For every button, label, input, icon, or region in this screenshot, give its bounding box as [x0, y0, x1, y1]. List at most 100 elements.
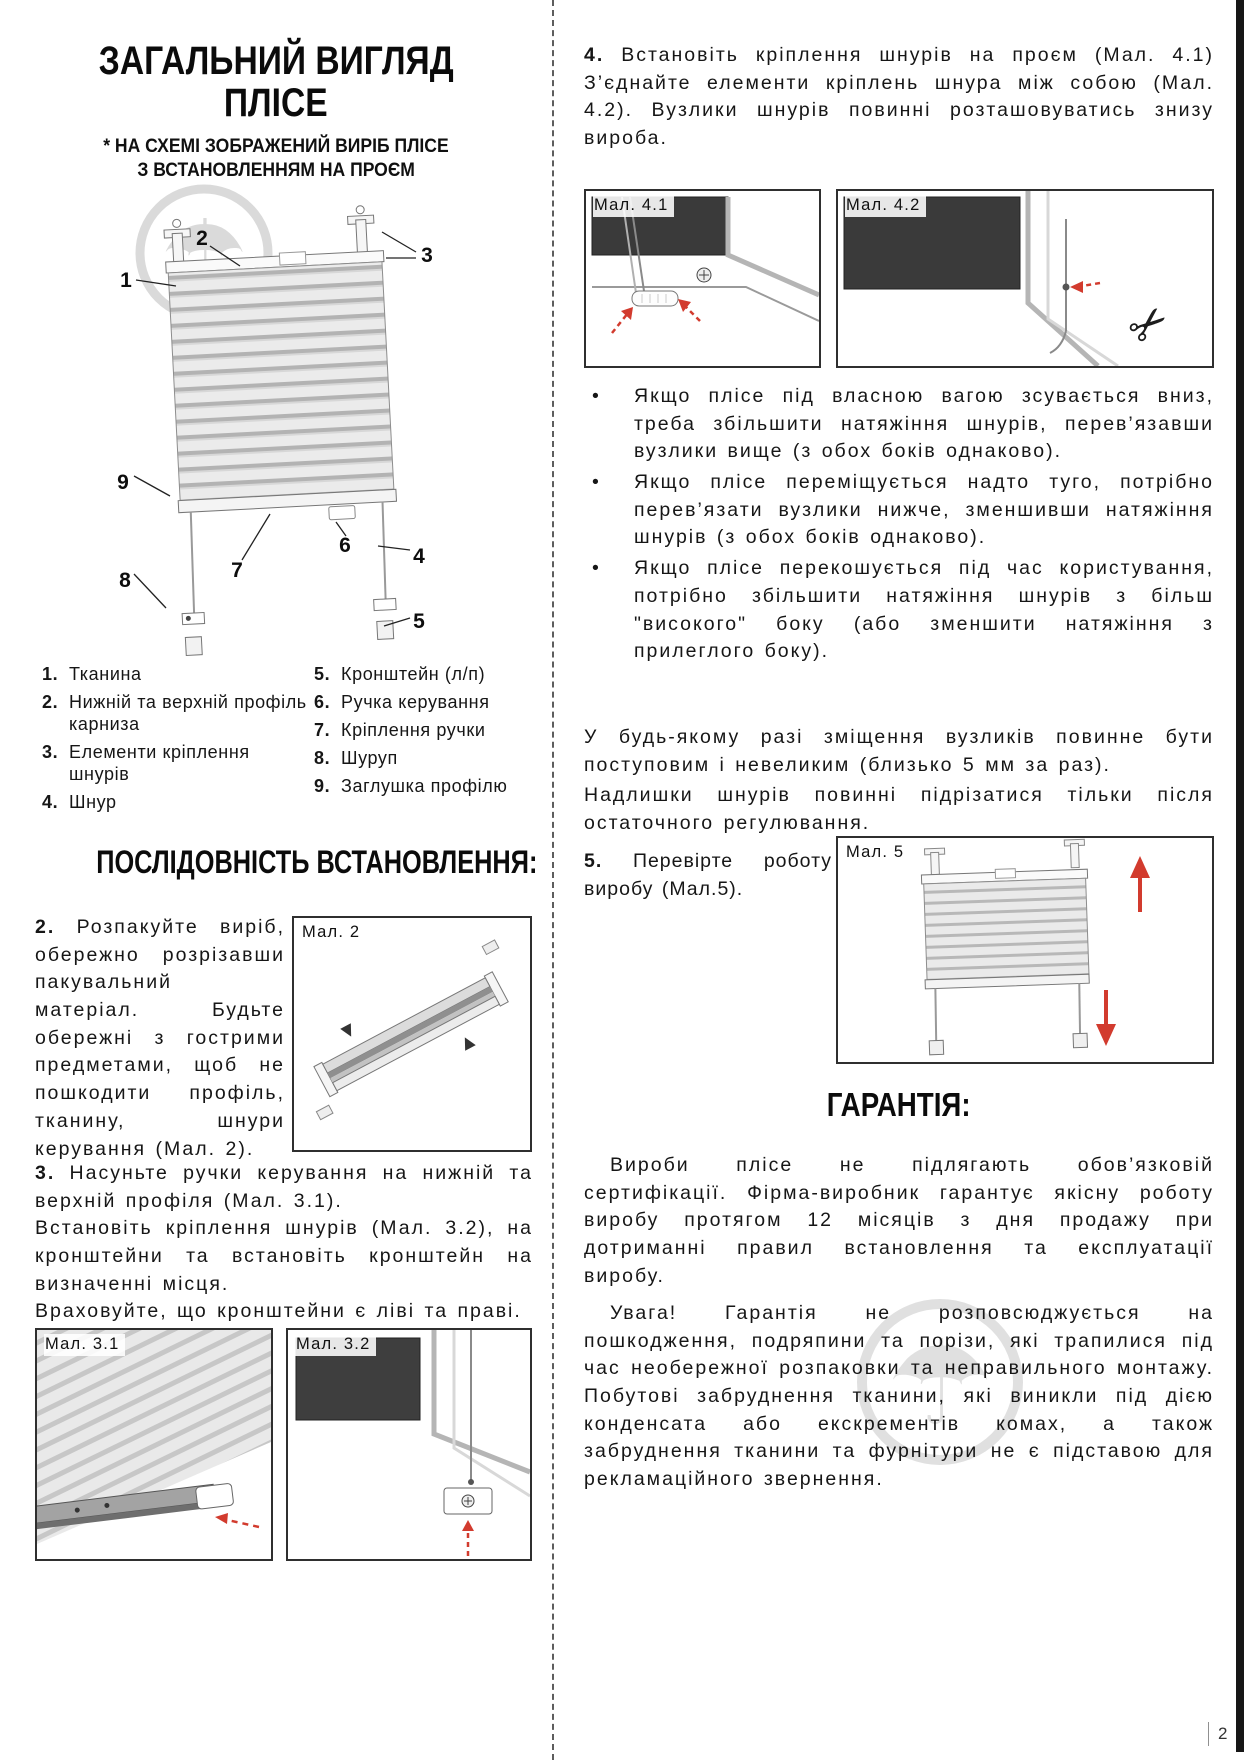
red-dashed-arrow — [683, 304, 701, 322]
watermark-logo-icon: ☂ — [840, 1282, 1040, 1482]
legend-item: 8.Шуруп — [314, 748, 520, 770]
legend-column-1: 1.Тканина 2.Нижній та верхній профіль ка… — [42, 664, 310, 820]
adjustment-bullet-list: • Якщо плісе під власною вагою зсуваєтьс… — [584, 383, 1214, 669]
figure-2: Мал. 2 — [292, 916, 532, 1152]
legend-item-number: 6. — [314, 691, 331, 712]
legend-item-number: 1. — [42, 664, 59, 684]
svg-text:7: 7 — [231, 559, 243, 582]
legend-item-text: Шнур — [69, 791, 117, 812]
control-handle — [328, 505, 356, 521]
mini-blind — [920, 838, 1090, 1056]
scissors-icon: ✂ — [1116, 291, 1180, 357]
step-5-text: Перевірте роботу виробу (Мал.5). — [584, 850, 832, 900]
step-3-text-1: Насуньте ручки керування на нижній та ве… — [35, 1162, 533, 1212]
step-3-sentence-1: 3. Насуньте ручки керування на нижній та… — [35, 1160, 533, 1215]
page-number: 2 — [1208, 1722, 1227, 1746]
sequence-section-title-text: ПОСЛІДОВНІСТЬ ВСТАНОВЛЕННЯ: — [96, 844, 538, 880]
pleated-fabric-closeup — [37, 1330, 271, 1544]
bullet-marker: • — [592, 557, 599, 580]
diagram-subtitle: * НА СХЕМІ ЗОБРАЖЕНИЙ ВИРІБ ПЛІСЕ З ВСТА… — [56, 134, 496, 183]
leader-lines — [133, 231, 417, 627]
svg-text:5: 5 — [413, 610, 425, 633]
diagram-legend: 1.Тканина 2.Нижній та верхній профіль ка… — [42, 664, 520, 842]
bottom-profile-closeup — [37, 1483, 234, 1531]
blind-assembly — [163, 205, 398, 657]
svg-text:2: 2 — [196, 227, 208, 250]
legend-item-number: 9. — [314, 775, 331, 796]
bullet-marker: • — [592, 471, 599, 494]
svg-text:☂: ☂ — [887, 1314, 993, 1452]
step-3-paragraph: 3. Насуньте ручки керування на нижній та… — [35, 1160, 533, 1326]
figure-4-2-label: Мал. 4.2 — [845, 195, 927, 217]
legend-item-number: 7. — [314, 719, 331, 740]
bullet-item: • Якщо плісе під власною вагою зсуваєтьс… — [584, 383, 1214, 466]
figure-2-label: Мал. 2 — [301, 922, 367, 944]
plisse-overview-diagram: ☂ — [64, 180, 504, 658]
red-dashed-arrow — [222, 1517, 260, 1529]
legend-item-text: Заглушка профілю — [341, 775, 508, 796]
figure-5-drawing — [920, 838, 1150, 1056]
cord-end — [1049, 330, 1067, 354]
warranty-section-title: ГАРАНТІЯ: — [584, 1086, 1214, 1124]
step-2-text: Розпакуйте виріб, обережно розрізавши па… — [35, 916, 285, 1160]
sequence-section-title: ПОСЛІДОВНІСТЬ ВСТАНОВЛЕННЯ: — [34, 844, 537, 881]
figure-3-2: Мал. 3.2 — [286, 1328, 532, 1561]
svg-text:6: 6 — [339, 534, 351, 557]
step-2-paragraph: 2. Розпакуйте виріб, обережно розрізавши… — [35, 914, 285, 1163]
figure-4-1-drawing — [591, 196, 819, 334]
adjustment-notes: У будь-якому разі зміщення вузликів пови… — [584, 724, 1214, 838]
main-title-line2: ПЛІСЕ — [224, 81, 328, 125]
warranty-paragraph-2: Увага! Гарантія не розповсюджується на п… — [584, 1302, 1214, 1491]
figure-3-1-drawing — [37, 1330, 271, 1544]
bullet-text: Якщо плісе переміщується надто туго, пот… — [634, 471, 1214, 549]
up-down-arrows — [1096, 856, 1150, 1046]
legend-item: 3. Елементи кріплення шнурів — [42, 742, 310, 786]
window-frame — [431, 1330, 530, 1475]
legend-item-text: Нижній та верхній профіль карниза — [69, 691, 307, 734]
figure-4-2-drawing: ✂ — [843, 191, 1181, 366]
legend-item-number: 3. — [42, 741, 59, 762]
step-4-paragraph: 4. Встановіть кріплення шнурів на проєм … — [584, 42, 1214, 153]
legend-item-text: Ручка керування — [341, 691, 490, 712]
legend-item: 7.Кріплення ручки — [314, 720, 520, 742]
figure-5: Мал. 5 — [836, 836, 1214, 1064]
legend-item-number: 8. — [314, 747, 331, 768]
legend-item: 1.Тканина — [42, 664, 310, 686]
bullet-item: • Якщо плісе переміщується надто туго, п… — [584, 469, 1214, 552]
bottom-profile-rail — [177, 488, 398, 514]
left-bottom-bracket — [181, 611, 206, 626]
bullet-text: Якщо плісе перекошується під час користу… — [634, 557, 1214, 663]
legend-item-text: Елементи кріплення шнурів — [69, 741, 250, 784]
legend-item: 2.Нижній та верхній профіль карниза — [42, 692, 310, 736]
legend-item: 5.Кронштейн (л/п) — [314, 664, 520, 686]
cord-fixing-element — [631, 290, 679, 307]
handle-clip — [195, 1483, 234, 1510]
figure-4-1-label: Мал. 4.1 — [593, 195, 675, 217]
right-bottom-hook — [376, 620, 395, 640]
top-handle — [278, 251, 307, 266]
bullet-item: • Якщо плісе перекошується під час корис… — [584, 555, 1214, 666]
figure-3-2-label: Мал. 3.2 — [295, 1334, 377, 1356]
main-title-line1: ЗАГАЛЬНИЙ ВИГЛЯД — [98, 39, 454, 83]
step-2-number: 2. — [35, 916, 56, 938]
svg-text:1: 1 — [120, 269, 132, 292]
column-divider-dashed — [552, 0, 554, 1760]
svg-text:3: 3 — [421, 244, 433, 267]
figure-4-2: ✂ Мал. 4.2 — [836, 189, 1214, 368]
legend-item: 4.Шнур — [42, 792, 310, 814]
pleated-fabric — [167, 261, 395, 502]
figure-3-1: Мал. 3.1 — [35, 1328, 273, 1561]
step-3-number: 3. — [35, 1162, 56, 1184]
pleated-fabric — [923, 877, 1090, 981]
bullet-text: Якщо плісе під власною вагою зсувається … — [634, 385, 1214, 463]
diagram-number-labels: 1 2 3 4 5 6 7 8 9 — [117, 227, 433, 633]
legend-item: 9. Заглушка профілю — [314, 776, 520, 798]
svg-text:8: 8 — [119, 569, 131, 592]
legend-item: 6. Ручка керування — [314, 692, 520, 714]
main-title: ЗАГАЛЬНИЙ ВИГЛЯД ПЛІСЕ — [56, 40, 496, 124]
svg-text:4: 4 — [413, 545, 425, 568]
step-4-text: Встановіть кріплення шнурів на проєм (Ма… — [584, 44, 1214, 150]
window-frame — [725, 197, 819, 298]
step-4-number: 4. — [584, 44, 605, 66]
